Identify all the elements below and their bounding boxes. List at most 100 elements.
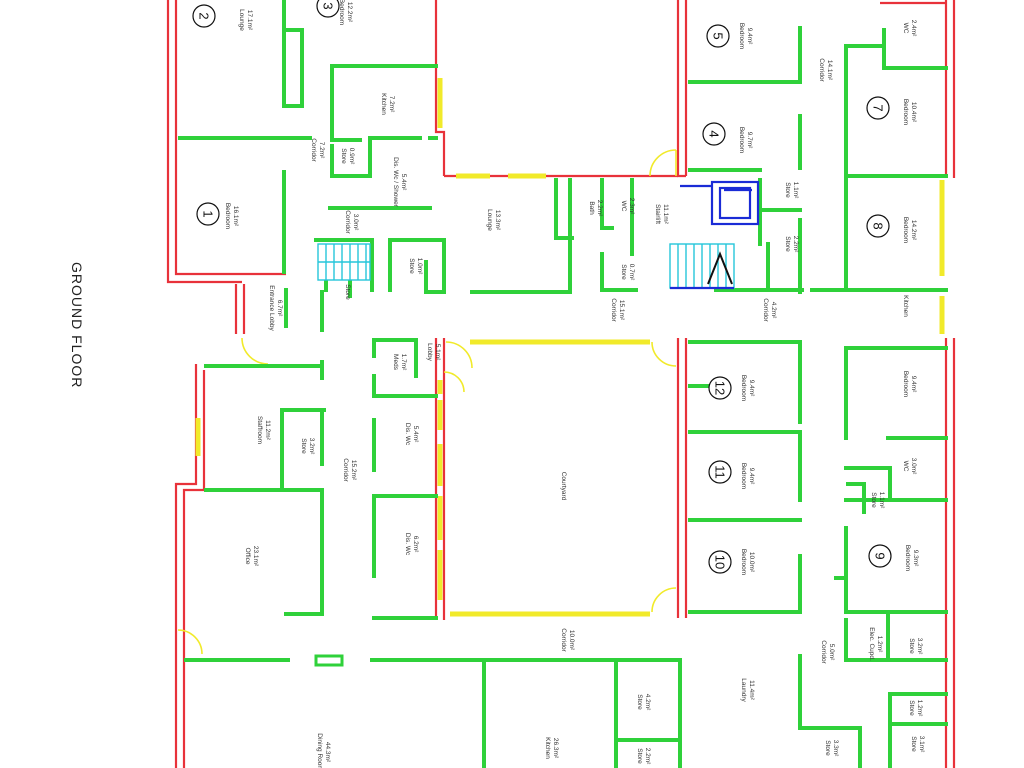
room-name: Corridor <box>560 628 567 652</box>
room-number-marker: 2 <box>192 4 216 28</box>
room-name: Corridor <box>610 298 617 322</box>
room-name: Bath <box>588 201 595 215</box>
room-name: Bedroom <box>902 99 909 125</box>
room-area: 9.7m² <box>746 132 753 149</box>
room-number-circle <box>192 4 216 28</box>
internal-walls <box>178 0 948 768</box>
room-name: Dining Room <box>316 733 323 768</box>
room-area: 11.4m² <box>748 680 755 701</box>
room-name: Bedroom <box>902 371 909 397</box>
room-area: 9.4m² <box>748 380 755 397</box>
room-name: Staffroom <box>256 416 263 444</box>
room-name: Corridor <box>344 210 351 234</box>
room-number: 5 <box>711 32 726 39</box>
room-name: Entrance Lobby <box>268 285 275 331</box>
room-number-marker: 3 <box>316 0 340 18</box>
room-area: 16.1m² <box>232 206 239 227</box>
room-name: Bedroom <box>740 463 747 489</box>
room-name: Elec. Cupd. <box>868 627 875 661</box>
room-number-circle <box>708 550 732 574</box>
room-name: Lobby <box>426 343 433 361</box>
floor-title: GROUND FLOOR <box>69 262 85 388</box>
room-area: 1.2m² <box>876 636 883 653</box>
room-name: WC <box>620 201 627 212</box>
room-area: 9.4m² <box>746 28 753 45</box>
room-name: WC <box>902 23 909 34</box>
room-number-circle <box>868 544 892 568</box>
windows <box>195 78 945 617</box>
room-name: Courtyard <box>560 472 567 501</box>
room-number-marker: 8 <box>866 214 890 238</box>
room-area: 7.2m² <box>318 142 325 159</box>
room-name: Bedroom <box>224 203 231 229</box>
room-area: 2.4m² <box>910 20 917 37</box>
door-swings <box>177 149 677 655</box>
room-name: WC <box>902 461 909 472</box>
room-area: 14.1m² <box>826 60 833 81</box>
room-area: 11.2m² <box>264 420 271 441</box>
room-number: 11 <box>713 465 728 479</box>
room-name: Store <box>344 284 351 300</box>
room-number: 1 <box>201 210 216 217</box>
room-area: 1.1m² <box>792 182 799 199</box>
room-area: 9.4m² <box>910 376 917 393</box>
room-name: Store <box>620 264 627 280</box>
room-number-marker: 7 <box>866 96 890 120</box>
room-number-circle <box>316 0 340 18</box>
room-area: 9.4m² <box>748 468 755 485</box>
room-number: 4 <box>707 130 722 137</box>
room-name: Kitchen <box>544 737 551 759</box>
room-name: Bedroom <box>738 127 745 153</box>
room-label: Courtyard <box>560 472 567 501</box>
room-name: Store <box>824 740 831 756</box>
room-area: 26.3m² <box>552 738 559 759</box>
room-name: Kitchen <box>902 295 909 317</box>
room-number-circle <box>702 122 726 146</box>
room-name: Bedroom <box>738 23 745 49</box>
room-area: 0.9m² <box>348 148 355 165</box>
room-number: 12 <box>713 381 728 395</box>
room-number-marker: 11 <box>708 460 732 484</box>
room-name: Bedroom <box>338 0 345 25</box>
room-name: Corridor <box>818 58 825 82</box>
room-area: 44.3m² <box>324 742 331 763</box>
room-name: Bedroom <box>740 549 747 575</box>
room-label: Store <box>344 284 351 300</box>
room-area: 5.0m² <box>828 644 835 661</box>
room-number-circle <box>866 96 890 120</box>
room-name: Store <box>908 700 915 716</box>
room-name: Dis. Wc / Shower <box>392 157 399 208</box>
room-area: 1.2m² <box>916 700 923 717</box>
room-area: 13.3m² <box>494 210 501 231</box>
room-area: 3.0m² <box>352 214 359 231</box>
room-number-marker: 10 <box>708 550 732 574</box>
room-number-marker: 12 <box>708 376 732 400</box>
room-name: Corridor <box>762 298 769 322</box>
